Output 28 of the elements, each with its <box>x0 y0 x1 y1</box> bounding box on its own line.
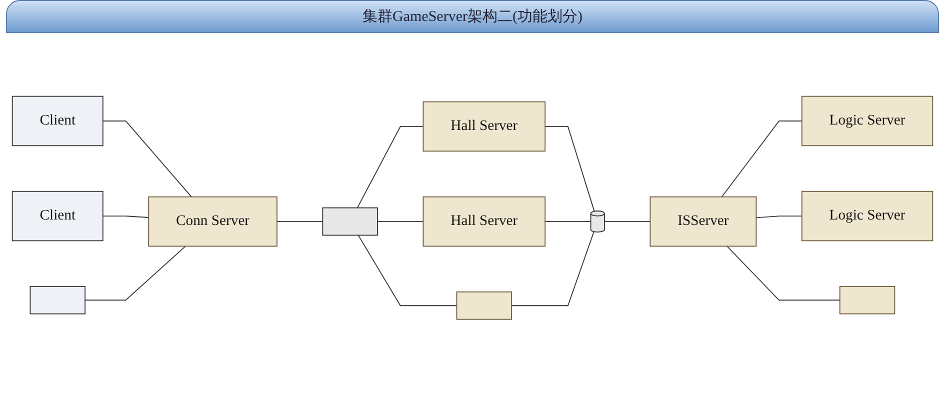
node-box: ISServer <box>650 196 757 247</box>
connector <box>511 231 594 306</box>
connector <box>377 221 424 222</box>
connector <box>726 246 840 301</box>
connector <box>356 126 424 208</box>
node-box: Client <box>12 96 104 146</box>
connector <box>756 216 802 218</box>
node-box <box>456 292 512 320</box>
connector <box>721 120 802 198</box>
connector <box>544 126 595 212</box>
connector <box>276 221 324 222</box>
diagram-title: 集群GameServer架构二(功能划分) <box>6 0 939 33</box>
node-box: Client <box>12 191 104 242</box>
node-box: Conn Server <box>148 196 278 247</box>
node-box <box>839 286 896 314</box>
connector <box>102 120 192 198</box>
node-box <box>322 208 378 236</box>
connector <box>604 221 651 222</box>
connector <box>84 246 186 301</box>
connector <box>102 216 150 218</box>
connector <box>358 234 458 306</box>
node-box: Logic Server <box>801 96 934 146</box>
node-box <box>30 286 86 314</box>
connector <box>544 221 592 222</box>
node-cylinder <box>590 210 605 233</box>
node-box: Logic Server <box>801 191 934 242</box>
node-box: Hall Server <box>422 102 546 152</box>
node-box: Hall Server <box>422 196 546 247</box>
